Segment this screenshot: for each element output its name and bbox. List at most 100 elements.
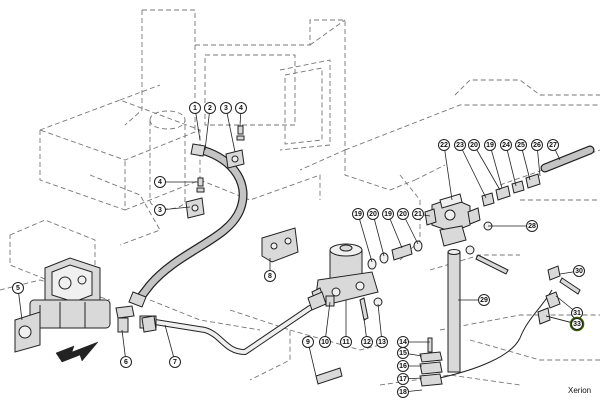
callout-leader-13 bbox=[377, 303, 383, 343]
callout-9[interactable]: 9 bbox=[302, 336, 314, 348]
callout-label: 26 bbox=[533, 142, 541, 149]
callout-label: 29 bbox=[480, 297, 488, 304]
callout-bubble bbox=[154, 204, 166, 216]
callout-18[interactable]: 18 bbox=[397, 386, 409, 398]
callout-label: 18 bbox=[399, 389, 407, 396]
callout-label: 20 bbox=[369, 211, 377, 218]
callout-20[interactable]: 20 bbox=[367, 208, 379, 220]
callout-bubble bbox=[547, 139, 559, 151]
hardware-9-13 bbox=[315, 295, 383, 385]
callout-17[interactable]: 17 bbox=[397, 373, 409, 385]
callout-leader-7 bbox=[164, 324, 176, 363]
callout-4[interactable]: 4 bbox=[154, 176, 166, 188]
callout-bubble bbox=[468, 139, 480, 151]
callout-22[interactable]: 22 bbox=[438, 139, 450, 151]
callout-6[interactable]: 6 bbox=[120, 356, 132, 368]
callout-20[interactable]: 20 bbox=[397, 208, 409, 220]
callout-bubble bbox=[526, 220, 538, 232]
callout-3[interactable]: 3 bbox=[154, 204, 166, 216]
callout-13[interactable]: 13 bbox=[376, 336, 388, 348]
callout-bubble bbox=[397, 208, 409, 220]
callout-12[interactable]: 12 bbox=[361, 336, 373, 348]
callout-7[interactable]: 7 bbox=[169, 356, 181, 368]
callout-30[interactable]: 30 bbox=[573, 265, 585, 277]
pump-assembly bbox=[14, 257, 111, 353]
callout-1[interactable]: 1 bbox=[189, 102, 201, 114]
callout-label: 5 bbox=[16, 285, 20, 292]
callout-label: 20 bbox=[470, 142, 478, 149]
callout-bubble bbox=[319, 336, 331, 348]
callout-bubble bbox=[376, 336, 388, 348]
callout-8[interactable]: 8 bbox=[264, 270, 276, 282]
hose-28 bbox=[540, 145, 595, 173]
callout-2[interactable]: 2 bbox=[204, 102, 216, 114]
fittings-row-lower bbox=[367, 240, 423, 270]
screws bbox=[465, 221, 581, 295]
callout-19[interactable]: 19 bbox=[382, 208, 394, 220]
callout-26[interactable]: 26 bbox=[531, 139, 543, 151]
callout-21[interactable]: 21 bbox=[412, 208, 424, 220]
callout-bubble bbox=[397, 347, 409, 359]
callout-label: 19 bbox=[384, 211, 392, 218]
callout-3[interactable]: 3 bbox=[220, 102, 232, 114]
callout-25[interactable]: 25 bbox=[515, 139, 527, 151]
forward-arrow-icon bbox=[55, 341, 99, 363]
callout-label: 7 bbox=[173, 359, 177, 366]
callout-bubble bbox=[361, 336, 373, 348]
callout-label: 15 bbox=[399, 350, 407, 357]
callout-bubble bbox=[515, 139, 527, 151]
callout-label: 14 bbox=[399, 339, 407, 346]
callout-label: 11 bbox=[342, 339, 350, 346]
callout-label: 20 bbox=[399, 211, 407, 218]
callout-24[interactable]: 24 bbox=[500, 139, 512, 151]
callout-20[interactable]: 20 bbox=[468, 139, 480, 151]
callout-leader-2 bbox=[204, 107, 211, 151]
callout-label: 1 bbox=[193, 105, 197, 112]
callout-4[interactable]: 4 bbox=[235, 102, 247, 114]
callout-label: 9 bbox=[306, 339, 310, 346]
callout-label: 25 bbox=[517, 142, 525, 149]
callout-label: 21 bbox=[414, 211, 422, 218]
callout-14[interactable]: 14 bbox=[397, 336, 409, 348]
callout-bubble bbox=[367, 208, 379, 220]
callout-leader-22 bbox=[443, 144, 453, 201]
callout-16[interactable]: 16 bbox=[397, 360, 409, 372]
callout-bubble bbox=[484, 139, 496, 151]
callout-23[interactable]: 23 bbox=[454, 139, 466, 151]
callout-label: 33 bbox=[573, 321, 581, 328]
callout-33[interactable]: 33 bbox=[571, 318, 583, 330]
callout-bubble bbox=[397, 373, 409, 385]
hose-2 bbox=[128, 143, 248, 308]
vehicle-outline bbox=[0, 9, 600, 386]
callout-label: 17 bbox=[399, 376, 407, 383]
callout-label: 12 bbox=[363, 339, 371, 346]
callout-bubble bbox=[500, 139, 512, 151]
callout-29[interactable]: 29 bbox=[478, 294, 490, 306]
callout-15[interactable]: 15 bbox=[397, 347, 409, 359]
callout-label: 4 bbox=[239, 105, 243, 112]
callout-label: 23 bbox=[456, 142, 464, 149]
callout-bubble bbox=[235, 102, 247, 114]
callout-bubble bbox=[204, 102, 216, 114]
callout-leader-19 bbox=[387, 213, 403, 249]
callout-label: 2 bbox=[208, 105, 212, 112]
callout-10[interactable]: 10 bbox=[319, 336, 331, 348]
callout-11[interactable]: 11 bbox=[340, 336, 352, 348]
callout-label: 6 bbox=[124, 359, 128, 366]
callout-19[interactable]: 19 bbox=[352, 208, 364, 220]
bolts-4 bbox=[196, 125, 245, 193]
callout-label: 8 bbox=[268, 273, 272, 280]
callout-5[interactable]: 5 bbox=[12, 282, 24, 294]
tube-30 bbox=[447, 249, 461, 373]
callout-leader-24 bbox=[505, 144, 517, 187]
callout-19[interactable]: 19 bbox=[484, 139, 496, 151]
callout-bubble bbox=[478, 294, 490, 306]
callout-label: 19 bbox=[354, 211, 362, 218]
valve-block bbox=[424, 193, 481, 247]
callout-27[interactable]: 27 bbox=[547, 139, 559, 151]
callout-label: 28 bbox=[528, 223, 536, 230]
callout-28[interactable]: 28 bbox=[526, 220, 538, 232]
callout-label: 10 bbox=[321, 339, 329, 346]
